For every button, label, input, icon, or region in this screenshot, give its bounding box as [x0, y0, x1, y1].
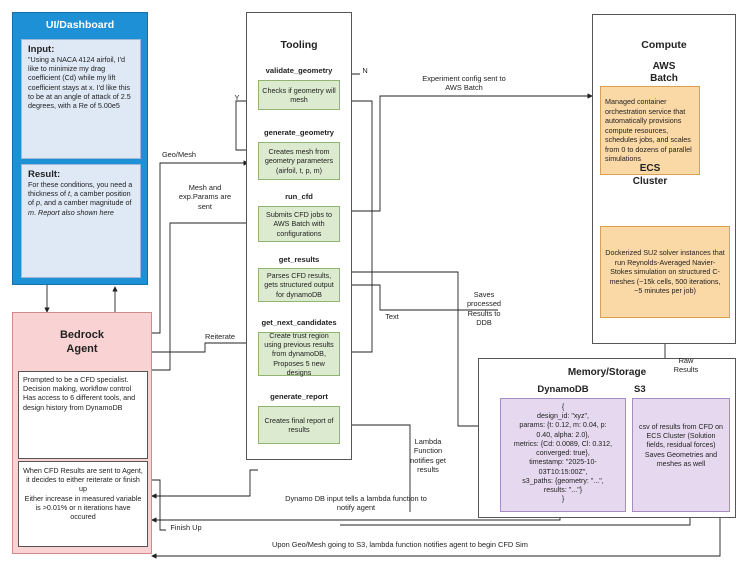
result-thickness: t [67, 189, 70, 199]
dynamodb-line: timestamp: "2025-10- [529, 458, 597, 467]
label-raw-results: Raw Results [673, 356, 699, 375]
dynamodb-line: results: "..."} [543, 485, 583, 494]
ui-dashboard-panel: UI/Dashboard Input: "Using a NACA 4124 a… [12, 12, 148, 285]
label-reiterate: Reiterate [205, 332, 235, 341]
ecs-cluster-box[interactable]: Dockerized SU2 solver instances that run… [600, 226, 730, 318]
label-n: N [362, 66, 368, 75]
dynamodb-line: 0.40, alpha: 2.0}, [536, 430, 590, 439]
tool-name-get-next-candidates: get_next_candidates [261, 318, 337, 327]
tool-generate-geometry[interactable]: Creates mesh from geometry parameters (a… [258, 142, 340, 180]
label-mesh-params: Mesh and exp.Params are sent [178, 183, 232, 211]
ecs-title-line: ECS [639, 163, 661, 174]
aws-batch-title: AWS Batch [593, 61, 735, 85]
ui-dashboard-title: UI/Dashboard [45, 19, 115, 31]
s3-box[interactable]: csv of results from CFD on ECS Cluster (… [632, 398, 730, 512]
dynamodb-line: s3_paths: {geometry: "...", [522, 476, 604, 485]
dynamodb-line: { [561, 403, 565, 411]
label-finish-up: Finish Up [170, 523, 202, 532]
label-upon-geo-mesh: Upon Geo/Mesh going to S3, lambda functi… [272, 540, 528, 549]
dynamodb-line: design_id: "xyz", [537, 412, 589, 421]
result-card: Result: For these conditions, you need a… [21, 164, 141, 278]
result-text-part: , and a camber magnitude of [40, 198, 132, 208]
tool-run-cfd[interactable]: Submits CFD jobs to AWS Batch with confi… [258, 206, 340, 242]
tooling-title: Tooling [280, 39, 318, 51]
result-text-part: . [34, 207, 36, 217]
input-card: Input: "Using a NACA 4124 airfoil, I'd l… [21, 39, 141, 159]
result-title: Result: [28, 169, 61, 180]
bedrock-title: Bedrock Agent [13, 329, 151, 357]
dynamodb-line: converged: true}, [536, 449, 590, 458]
dynamodb-line: } [561, 495, 565, 504]
tool-validate-geometry[interactable]: Checks if geometry will mesh [258, 80, 340, 110]
bedrock-title-line: Agent [66, 342, 98, 355]
result-text-part: For these conditions, you need a thickne… [28, 180, 133, 199]
bedrock-description: Prompted to be a CFD specialist. Decisio… [18, 371, 148, 459]
dynamodb-line: 03T10:15:00Z", [538, 467, 588, 476]
aws-batch-title-line: Batch [650, 73, 678, 84]
label-exp-config: Experiment config sent to AWS Batch [422, 74, 506, 93]
label-lambda: Lambda Function notifies get results [410, 437, 446, 474]
input-text: "Using a NACA 4124 airfoil, I'd like to … [28, 55, 131, 111]
dynamodb-line: params: {t: 0.12, m: 0.04, p: [519, 421, 607, 430]
bedrock-title-line: Bedrock [59, 329, 105, 341]
tool-get-next-candidates[interactable]: Create trust region using previous resul… [258, 331, 340, 377]
tool-name-generate-report: generate_report [270, 392, 328, 401]
aws-batch-box[interactable]: Managed container orchestration service … [600, 86, 700, 175]
tool-name-validate-geometry: validate_geometry [265, 66, 333, 75]
result-camber-magnitude: m [28, 207, 34, 217]
label-saves-processed: Saves processed Results to DDB [466, 290, 502, 327]
s3-title: S3 [634, 384, 646, 395]
storage-title: Memory/Storage [567, 367, 647, 378]
tool-name-run-cfd: run_cfd [285, 192, 313, 201]
bedrock-decision: When CFD Results are sent to Agent, it d… [18, 461, 148, 547]
result-camber-position: p [36, 198, 40, 208]
tool-generate-report[interactable]: Creates final report of results [258, 406, 340, 444]
result-text-part: , a camber position of [28, 189, 131, 208]
ecs-cluster-title: ECS Cluster [600, 163, 700, 188]
label-text: Text [385, 312, 399, 321]
result-note: Report also shown here [38, 207, 114, 217]
label-y: Y [234, 93, 240, 102]
label-geo-mesh: Geo/Mesh [161, 150, 197, 159]
tool-name-get-results: get_results [278, 255, 320, 264]
label-dynamo-input: Dynamo DB input tells a lambda function … [285, 494, 427, 513]
bedrock-agent-panel: Bedrock Agent Prompted to be a CFD speci… [12, 312, 152, 554]
aws-batch-title-line: AWS [652, 61, 676, 72]
result-text: For these conditions, you need a thickne… [28, 180, 134, 217]
tool-get-results[interactable]: Parses CFD results, gets structured outp… [258, 268, 340, 302]
dynamodb-box[interactable]: { design_id: "xyz", params: {t: 0.12, m:… [500, 398, 626, 512]
input-title: Input: [28, 44, 55, 55]
dynamodb-line: metrics: {Cd: 0.0089, Cl: 0.312, [513, 439, 613, 448]
ecs-title-line: Cluster [632, 175, 668, 187]
tool-name-generate-geometry: generate_geometry [263, 128, 335, 137]
dynamodb-title: DynamoDB [537, 384, 589, 395]
compute-title: Compute [641, 39, 687, 51]
